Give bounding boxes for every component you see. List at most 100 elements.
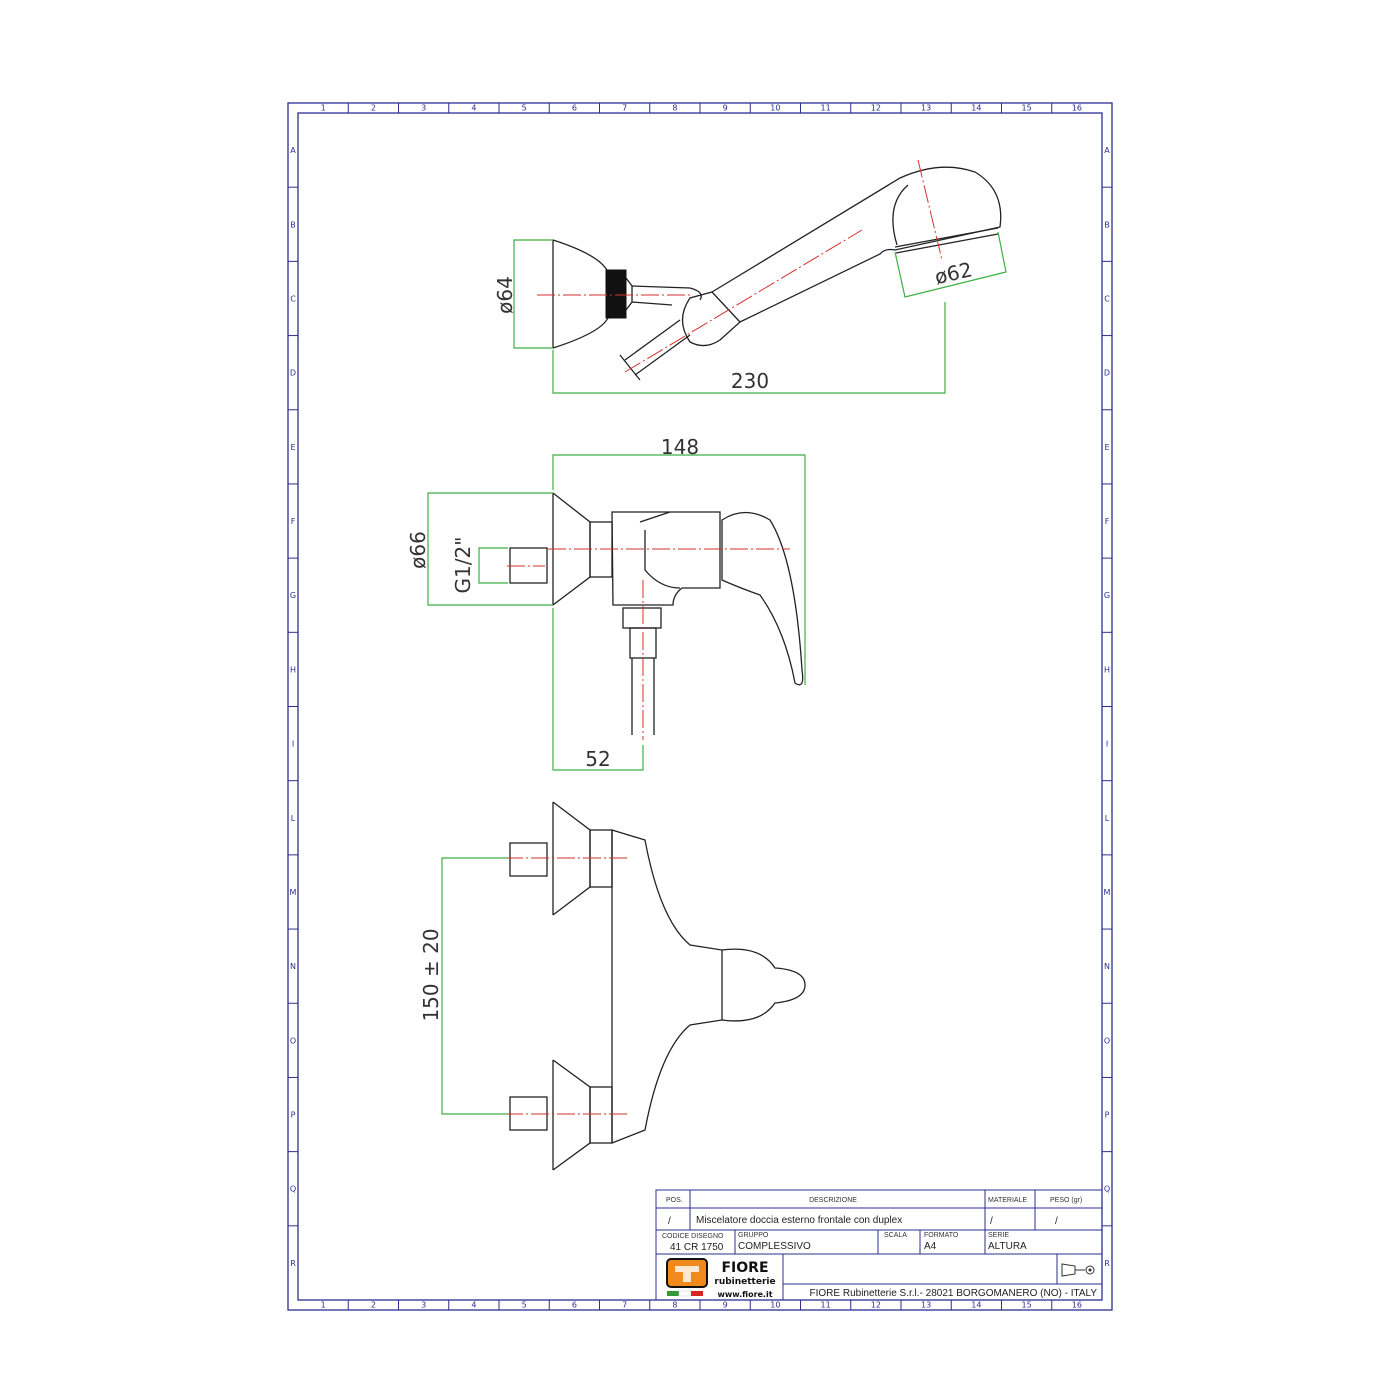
mixer-front-view: 150 ± 20 [419,801,806,1171]
row-label: I [1106,740,1108,749]
row-label: B [1104,220,1110,229]
column-label: 15 [1022,104,1032,113]
code-label: CODICE DISEGNO [662,1233,724,1240]
dim-length: 230 [731,369,769,393]
column-label: 7 [622,104,627,113]
column-label: 2 [371,1301,376,1310]
row-label: E [290,443,295,452]
mixer-side-view: 148 ø66 G1/2" 52 [406,435,806,771]
row-label: G [290,591,296,600]
row-label: B [290,220,296,229]
dim-centers: 150 ± 20 [419,928,443,1021]
column-label: 3 [421,104,426,113]
dim-width: 148 [661,435,699,459]
row-label: I [292,740,294,749]
column-label: 5 [522,104,527,113]
column-label: 9 [723,1301,728,1310]
column-label: 4 [471,104,476,113]
column-label: 4 [471,1301,476,1310]
header-material: MATERIALE [988,1197,1027,1204]
series-label: SERIE [988,1232,1009,1239]
column-label: 1 [321,104,326,113]
projection-symbol-icon [1061,1263,1095,1277]
row-label: F [291,517,296,526]
column-label: 10 [770,104,780,113]
column-label: 2 [371,104,376,113]
row-label: Q [290,1185,296,1194]
bracket-ring [605,269,627,319]
group-value: COMPLESSIVO [738,1241,811,1252]
row-label: C [290,294,296,303]
column-label: 8 [672,104,677,113]
dim-head-diameter: ø62 [932,257,974,289]
column-label: 16 [1072,1301,1082,1310]
row-material: / [990,1216,993,1227]
column-label: 5 [522,1301,527,1310]
column-label: 7 [622,1301,627,1310]
row-label: A [1104,146,1110,155]
column-label: 15 [1022,1301,1032,1310]
column-label: 10 [770,1301,780,1310]
fiore-logo: FIORE rubinetterie www.fiore.it [666,1258,776,1299]
group-label: GRUPPO [738,1232,769,1239]
column-label: 6 [572,104,577,113]
row-weight: / [1055,1216,1058,1227]
row-label: M [290,888,297,897]
row-label: P [291,1111,296,1120]
row-label: G [1104,591,1110,600]
column-label: 12 [871,1301,881,1310]
row-label: Q [1104,1185,1110,1194]
column-label: 11 [821,104,831,113]
column-label: 1 [321,1301,326,1310]
format-value: A4 [924,1241,937,1252]
dim-bracket-diameter: ø64 [493,276,517,314]
drawing-frame: 1122334455667788991010111112121313141415… [287,102,1113,1311]
column-label: 12 [871,104,881,113]
row-label: R [1104,1259,1110,1268]
column-label: 9 [723,104,728,113]
row-label: O [290,1036,296,1045]
row-label: N [290,962,296,971]
dim-outlet-offset: 52 [585,747,610,771]
column-label: 16 [1072,104,1082,113]
column-label: 8 [672,1301,677,1310]
column-label: 14 [971,1301,981,1310]
title-block: POS. DESCRIZIONE MATERIALE PESO (gr) / M… [655,1189,1103,1301]
row-label: M [1104,888,1111,897]
row-label: P [1105,1111,1110,1120]
column-label: 14 [971,104,981,113]
row-label: N [1104,962,1110,971]
column-label: 13 [921,104,931,113]
row-label: H [290,665,296,674]
header-description: DESCRIZIONE [809,1197,857,1204]
row-label: L [1105,814,1110,823]
hand-shower-view: ø64 ø62 230 [493,159,1007,394]
dim-flange-diameter: ø66 [406,531,430,569]
row-label: F [1105,517,1110,526]
column-label: 13 [921,1301,931,1310]
svg-text:FIORE: FIORE [721,1260,768,1276]
column-label: 11 [821,1301,831,1310]
scale-label: SCALA [884,1232,907,1239]
row-label: C [1104,294,1110,303]
company-address: FIORE Rubinetterie S.r.l.- 28021 BORGOMA… [810,1288,1098,1299]
column-label: 3 [421,1301,426,1310]
header-weight: PESO (gr) [1050,1197,1082,1204]
row-pos: / [668,1216,671,1227]
row-label: H [1104,665,1110,674]
row-label: A [290,146,296,155]
column-label: 6 [572,1301,577,1310]
header-pos: POS. [666,1197,683,1204]
svg-text:rubinetterie: rubinetterie [714,1277,775,1287]
row-label: D [290,369,296,378]
row-label: O [1104,1036,1110,1045]
series-value: ALTURA [988,1241,1027,1252]
svg-text:www.fiore.it: www.fiore.it [717,1290,772,1299]
row-label: R [290,1259,296,1268]
row-label: L [291,814,296,823]
code-value: 41 CR 1750 [670,1242,724,1253]
row-label: D [1104,369,1110,378]
row-label: E [1104,443,1109,452]
dim-thread: G1/2" [451,537,475,594]
